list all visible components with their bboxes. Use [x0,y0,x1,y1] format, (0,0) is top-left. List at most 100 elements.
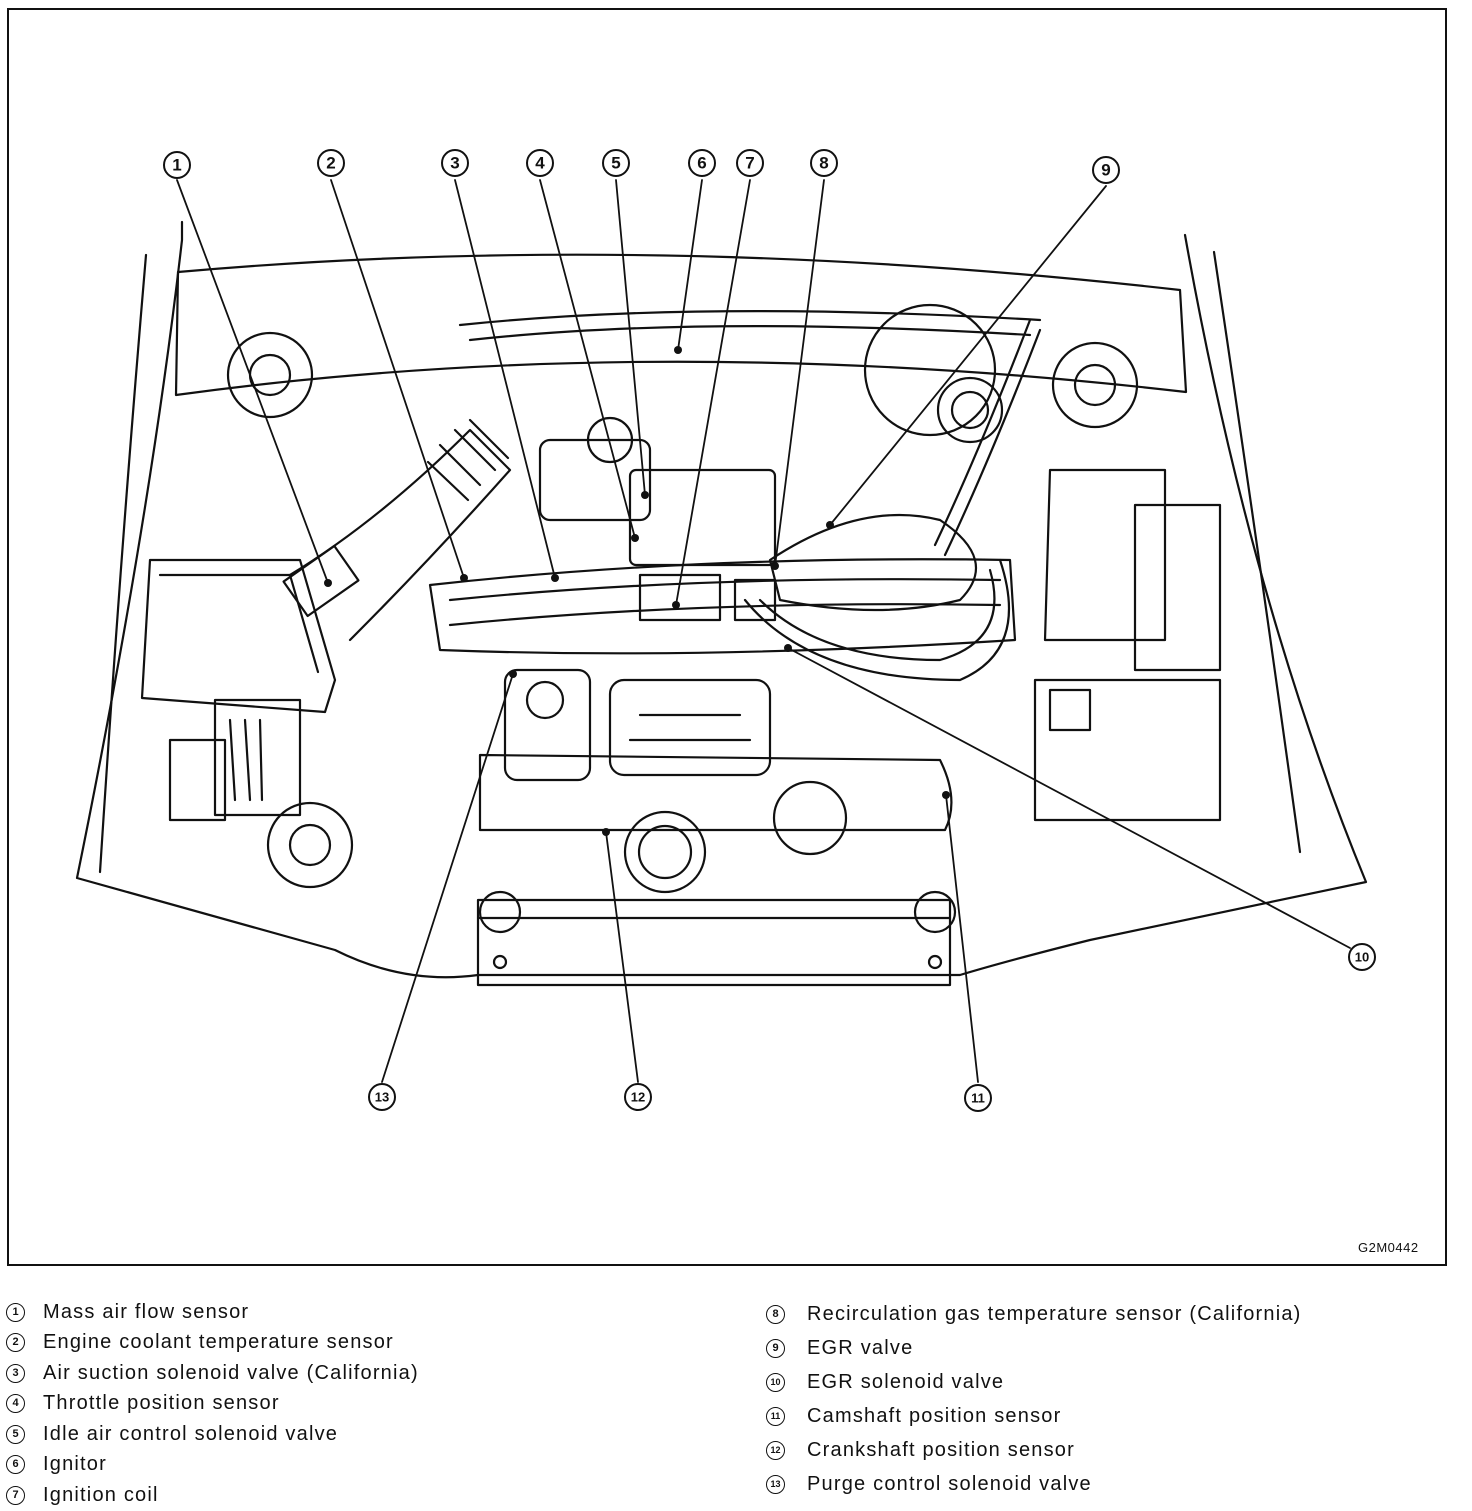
legend-number: 3 [6,1363,25,1383]
legend-number: 2 [6,1333,25,1353]
engine-diagram: 1 2 3 4 5 6 7 8 9 10 11 12 13 [75,149,1376,1112]
legend-number: 7 [6,1485,25,1505]
legend-text: Ignitor [43,1453,107,1476]
coolant-reservoir [503,668,592,782]
firewall [174,253,1188,397]
legend-item: 8 Recirculation gas temperature sensor (… [766,1297,1302,1331]
legend-number: 10 [766,1372,785,1392]
leader-7 [675,179,751,606]
wiring-harness [758,568,996,662]
legend-text: EGR valve [807,1336,914,1359]
legend-number: 13 [766,1474,785,1494]
mass-air-flow-sensor-body [282,544,360,618]
callout-4: 4 [535,154,545,173]
legend-item: 6 Ignitor [6,1450,419,1481]
engine-bay-outline [75,220,1368,979]
callout-6: 6 [697,154,706,173]
callout-2: 2 [326,154,335,173]
callout-1: 1 [172,156,181,175]
leader-2 [330,179,465,579]
callout-circle [688,149,716,177]
legend-item: 3 Air suction solenoid valve (California… [6,1358,419,1389]
hose [458,310,1042,327]
crank-pulley [623,810,707,894]
legend-number: 9 [766,1338,785,1358]
legend-item: 11 Camshaft position sensor [766,1399,1302,1433]
legend-number: 6 [6,1455,25,1475]
figure-code: G2M0442 [1358,1240,1419,1255]
ignition-coil-module [213,698,302,817]
callout-circle [964,1084,992,1112]
legend-item: 2 Engine coolant temperature sensor [6,1328,419,1359]
leader-3 [454,179,556,579]
throttle-body [538,438,652,522]
callout-10: 10 [1355,950,1369,965]
legend-left: 1 Mass air flow sensor 2 Engine coolant … [6,1297,419,1511]
legend-item: 5 Idle air control solenoid valve [6,1419,419,1450]
alternator [608,678,772,777]
leader-9 [829,185,1107,526]
legend-text: Throttle position sensor [43,1392,280,1415]
callout-8: 8 [819,154,828,173]
callout-3: 3 [450,154,459,173]
callout-circle [810,149,838,177]
leader-6 [677,179,703,351]
legend-item: 10 EGR solenoid valve [766,1365,1302,1399]
radiator-support [476,898,952,987]
relay-box [1133,503,1222,672]
callout-circle [1348,943,1376,971]
figure-frame [7,8,1447,1266]
callout-12: 12 [631,1090,645,1105]
right-strut-tower [1051,341,1139,429]
leader-12 [605,831,639,1083]
callout-13: 13 [375,1090,389,1105]
leader-8 [774,179,825,567]
legend-text: EGR solenoid valve [807,1370,1005,1393]
inner-bay-line [1212,250,1302,854]
legend-text: Recirculation gas temperature sensor (Ca… [807,1302,1302,1325]
legend-text: Ignition coil [43,1483,159,1506]
leader-13 [381,673,514,1083]
leader-10 [787,647,1351,949]
legend-number: 11 [766,1406,785,1426]
callout-9: 9 [1101,161,1110,180]
legend-item: 1 Mass air flow sensor [6,1297,419,1328]
callout-11: 11 [971,1091,985,1106]
legend-number: 8 [766,1304,785,1324]
left-wheel-well-part [266,801,354,889]
intake-manifold [428,558,1017,655]
air-filter-box [140,558,337,714]
solenoid-cluster [628,468,777,567]
callout-5: 5 [611,154,620,173]
legend-text: Engine coolant temperature sensor [43,1331,394,1354]
callout-circle [602,149,630,177]
legend-number: 4 [6,1394,25,1414]
legend-text: Purge control solenoid valve [807,1472,1092,1495]
legend-item: 13 Purge control solenoid valve [766,1467,1302,1501]
legend-right: 8 Recirculation gas temperature sensor (… [766,1297,1302,1501]
left-strut-tower [226,331,314,419]
legend-item: 7 Ignition coil [6,1480,419,1511]
legend-text: Camshaft position sensor [807,1404,1062,1427]
legend-text: Mass air flow sensor [43,1300,250,1323]
legend-text: Idle air control solenoid valve [43,1422,339,1445]
legend-text: Crankshaft position sensor [807,1438,1075,1461]
inner-bay-line [98,253,148,874]
timing-belt-cover [478,753,953,832]
legend-number: 1 [6,1302,25,1322]
legend-number: 5 [6,1424,25,1444]
callout-circle [1092,156,1120,184]
leader-5 [615,179,646,496]
callout-7: 7 [745,154,754,173]
leader-4 [539,179,636,539]
callout-circle [624,1083,652,1111]
leader-1 [176,179,329,584]
legend-item: 4 Throttle position sensor [6,1389,419,1420]
legend-item: 9 EGR valve [766,1331,1302,1365]
callout-circle [163,151,191,179]
battery [1033,678,1222,822]
callout-circle [736,149,764,177]
legend-number: 12 [766,1440,785,1460]
egr-valve-body [768,514,977,612]
intake-duct [288,428,512,642]
